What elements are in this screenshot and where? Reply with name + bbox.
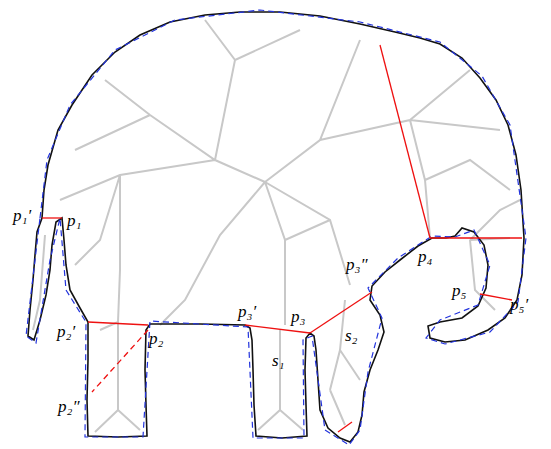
- medial-skeleton: [33, 20, 520, 432]
- cut-lines: [42, 45, 522, 432]
- point-label: p₃: [291, 308, 305, 325]
- point-label: p₂″: [58, 398, 80, 415]
- point-label: p₅: [452, 282, 466, 299]
- polygonal-approximation: [26, 10, 526, 445]
- point-label: p₄: [418, 248, 432, 265]
- point-label: p₂′: [57, 323, 75, 340]
- point-label: p₃″: [346, 256, 368, 273]
- point-label: p₁: [67, 212, 81, 229]
- point-label: p₁′: [13, 207, 31, 224]
- point-label: p₅′: [510, 296, 528, 313]
- point-label: s₁: [272, 352, 285, 369]
- point-label: p₃′: [238, 303, 256, 320]
- point-label: p₂: [149, 330, 163, 347]
- point-label: s₂: [345, 327, 358, 344]
- elephant-outline: [28, 12, 524, 442]
